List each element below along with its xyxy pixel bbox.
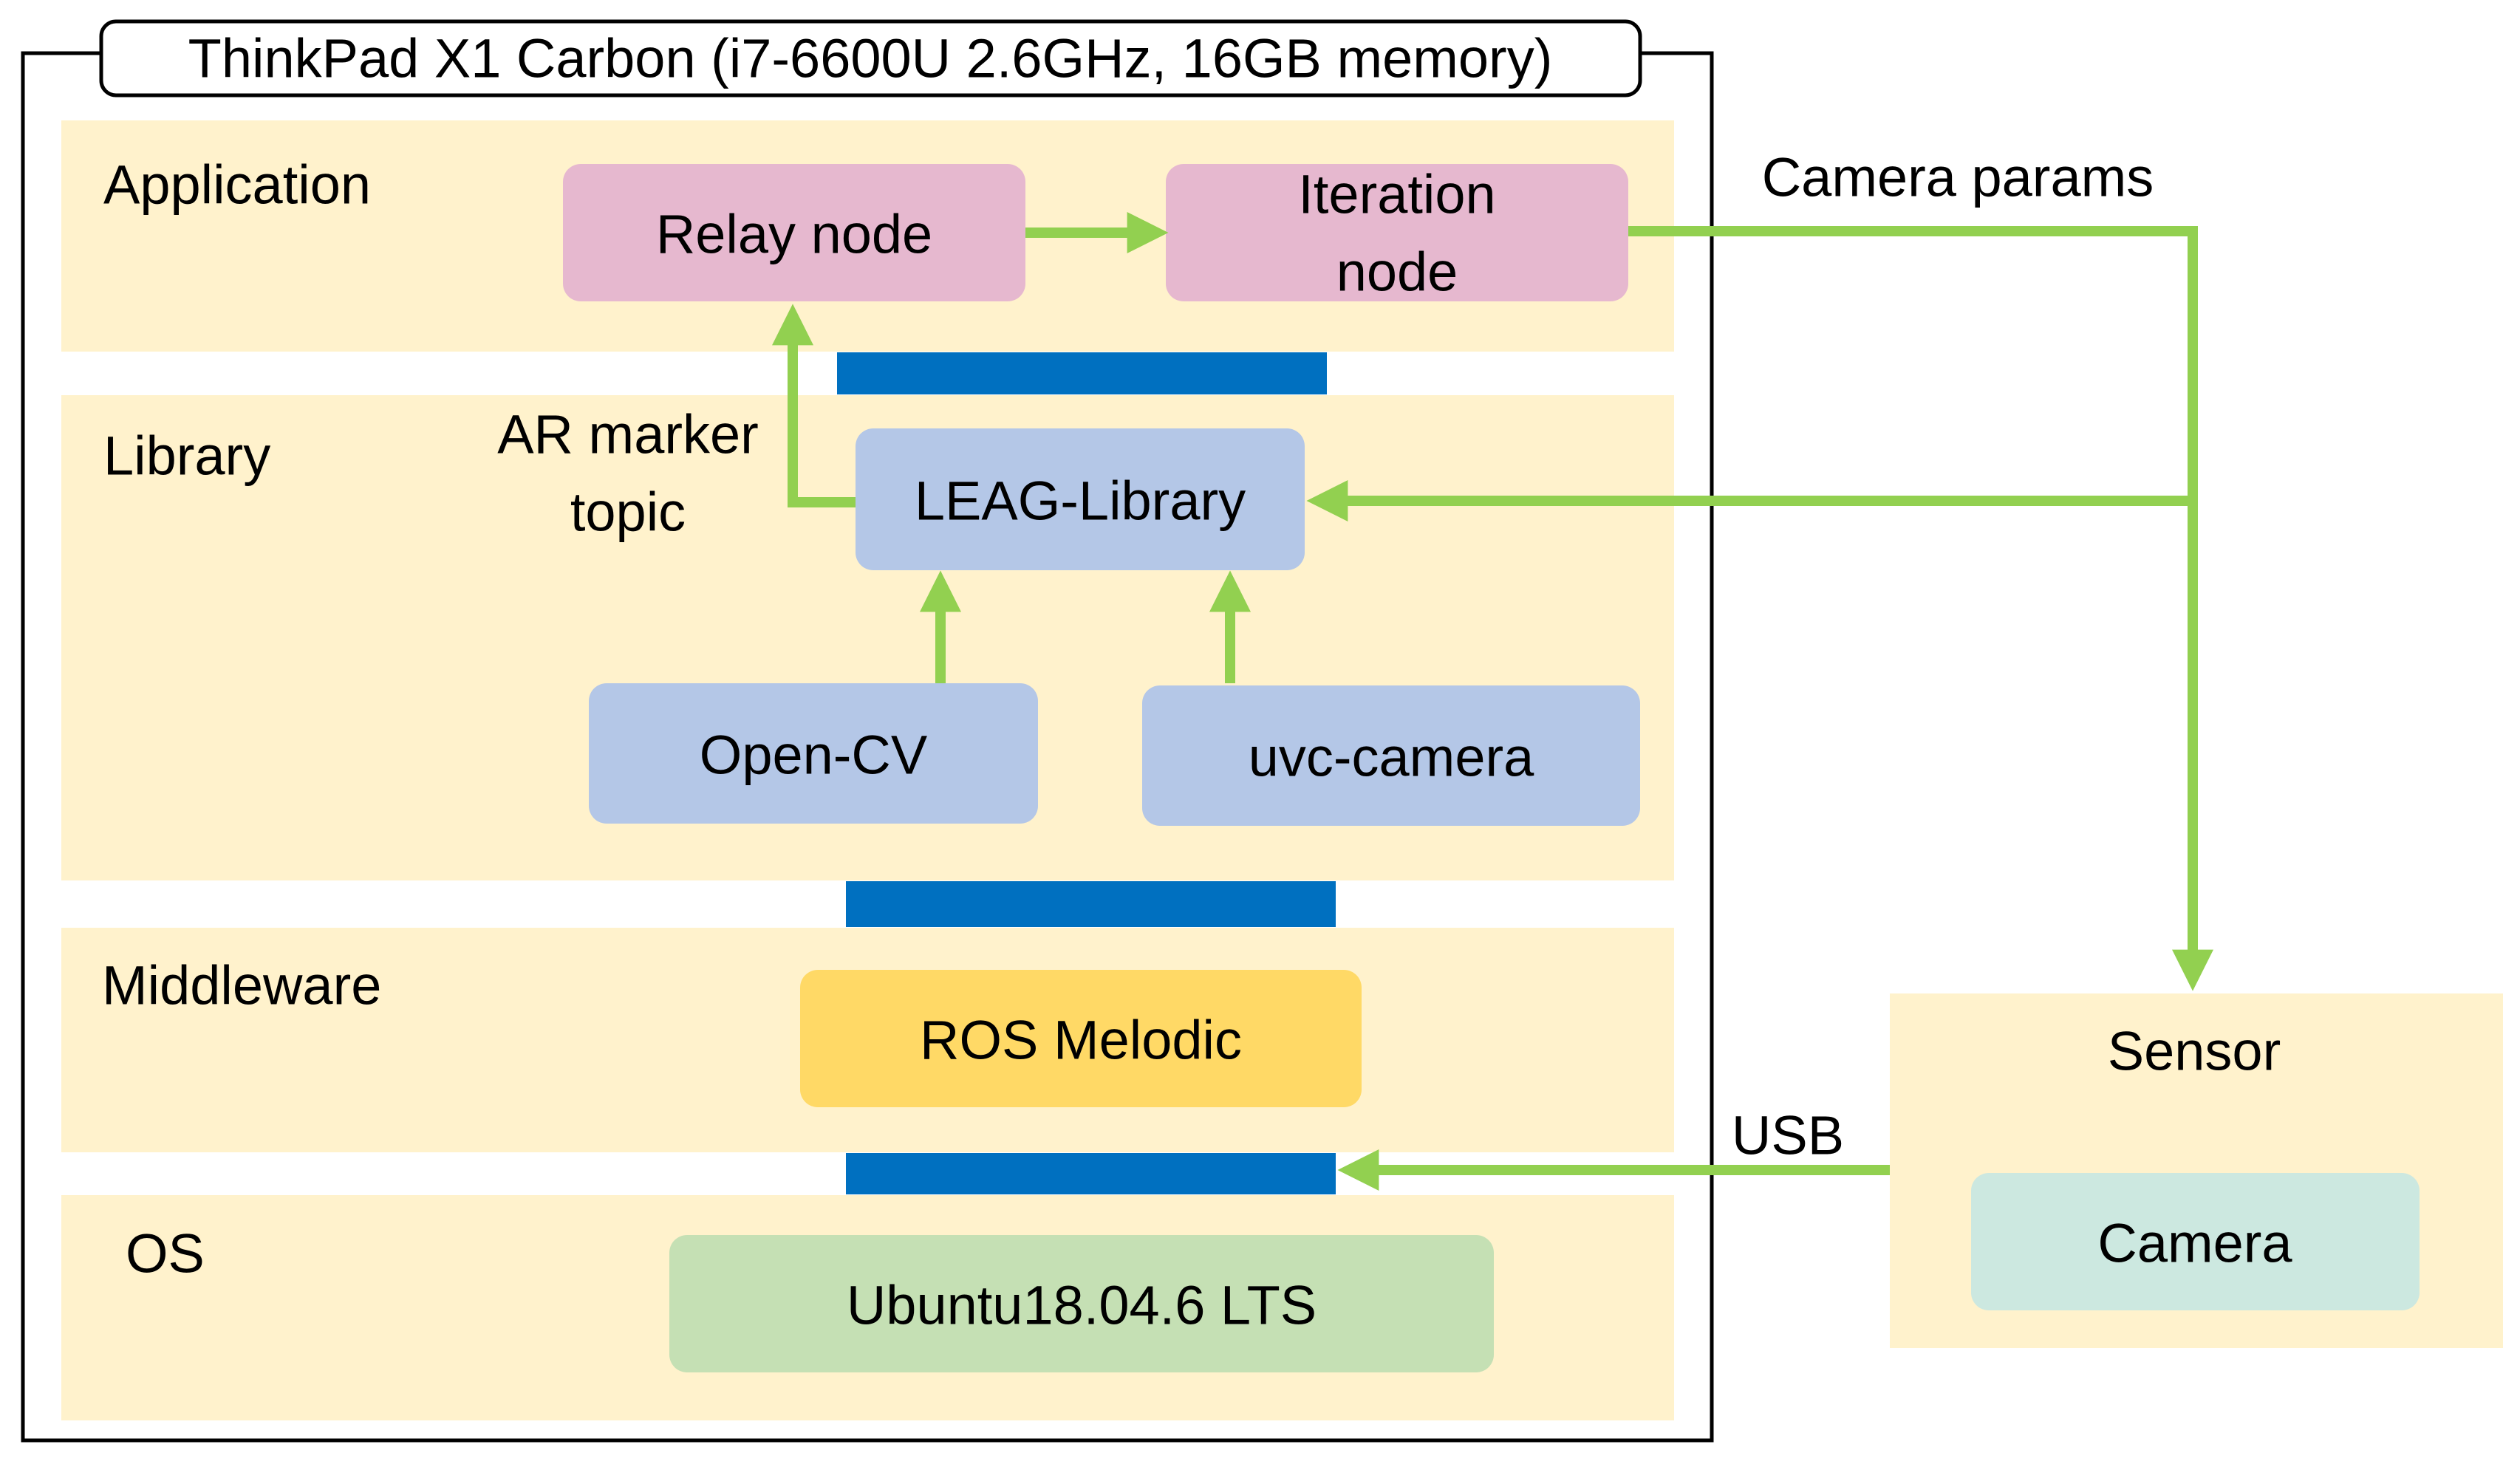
- host-title-box: [99, 19, 1642, 98]
- leag-library-label: LEAG-Library: [915, 471, 1246, 532]
- ar-marker-topic-label-line1: AR marker: [497, 404, 759, 465]
- ros-melodic-node: [800, 970, 1362, 1107]
- middleware-layer-label: Middleware: [102, 955, 381, 1016]
- ubuntu-label: Ubuntu18.04.6 LTS: [847, 1275, 1317, 1336]
- arrow-leag-to-relay: [772, 304, 856, 507]
- relay-node-label: Relay node: [656, 204, 932, 265]
- ros-melodic-label: ROS Melodic: [920, 1010, 1242, 1071]
- uvc-camera-label: uvc-camera: [1249, 727, 1534, 788]
- ar-marker-topic-label-line2: topic: [570, 482, 686, 543]
- os-layer-label: OS: [126, 1223, 205, 1285]
- uvc-camera-node: [1142, 685, 1640, 826]
- camera-label: Camera: [2097, 1213, 2292, 1274]
- iteration-node: [1166, 164, 1628, 301]
- arrow-iteration-to-sensor: [1628, 226, 2213, 991]
- camera-params-label: Camera params: [1762, 147, 2154, 208]
- library-layer-label: Library: [103, 425, 270, 487]
- ubuntu-node: [669, 1235, 1494, 1372]
- iteration-node-label-line2: node: [1336, 242, 1458, 303]
- host-title: ThinkPad X1 Carbon (i7-6600U 2.6GHz, 16G…: [188, 28, 1553, 89]
- separator-middleware-os: [846, 1153, 1336, 1194]
- opencv-node: [589, 683, 1038, 824]
- iteration-node-label-line1: Iteration: [1298, 164, 1495, 225]
- usb-label: USB: [1732, 1105, 1844, 1166]
- separator-app-library: [837, 352, 1327, 394]
- application-layer-label: Application: [103, 154, 371, 216]
- opencv-label: Open-CV: [700, 725, 928, 786]
- camera-node: [1971, 1173, 2420, 1310]
- leag-library-node: [856, 428, 1305, 570]
- sensor-title: Sensor: [2108, 1021, 2281, 1082]
- relay-node: [563, 164, 1025, 301]
- separator-library-middleware: [846, 881, 1336, 927]
